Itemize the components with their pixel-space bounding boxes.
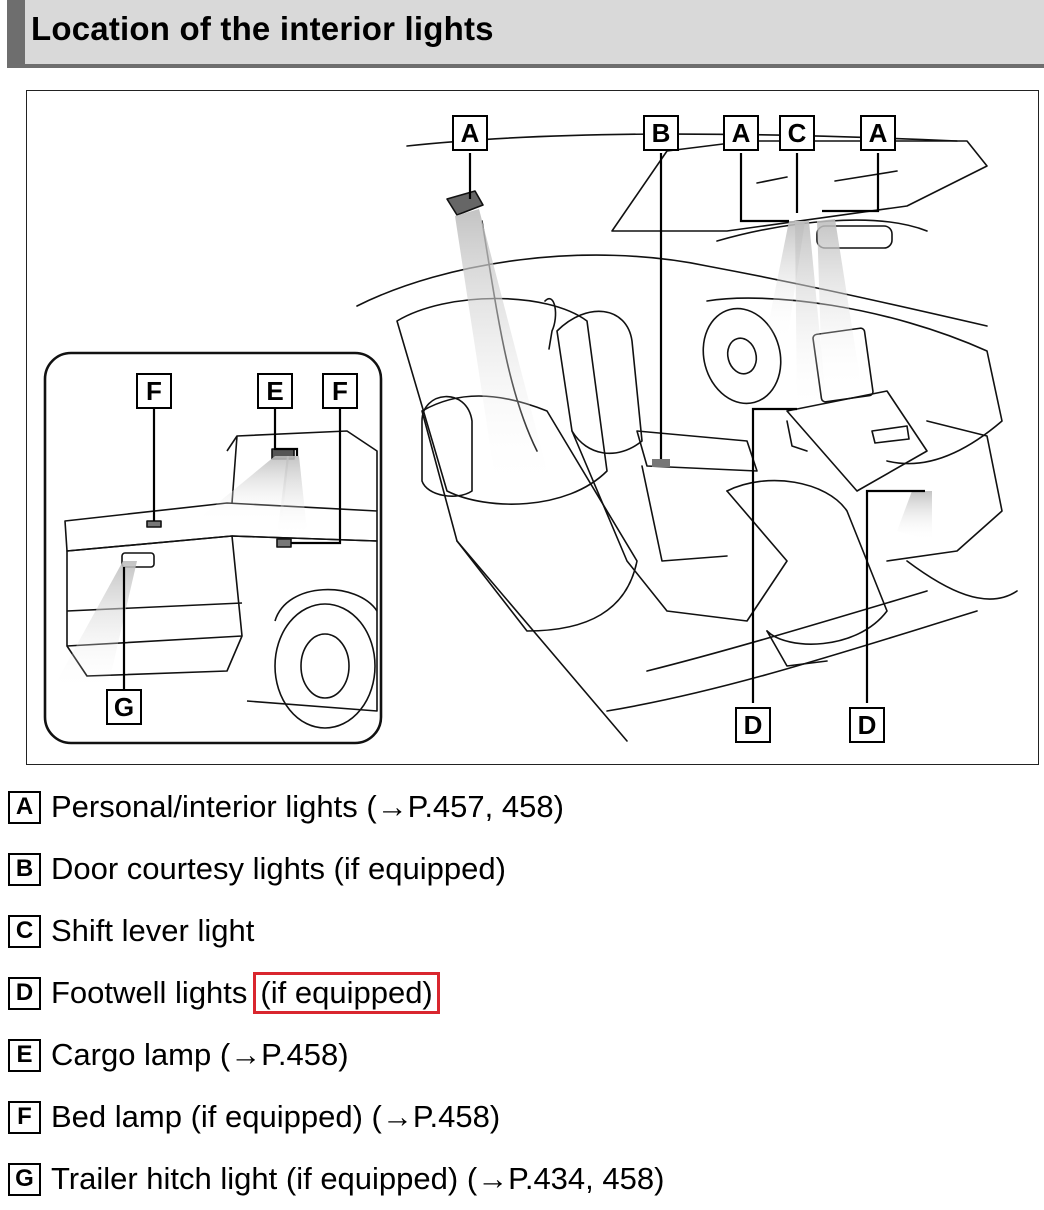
label-d-footwell-right: D [849, 707, 885, 743]
label-c-shift-lever: C [779, 115, 815, 151]
interior-lights-illustration: A B A C A F E F G D D [26, 90, 1039, 765]
legend-key: G [8, 1162, 41, 1196]
legend-item-g: G Trailer hitch light (if equipped) (→P.… [8, 1157, 664, 1201]
legend-text: Shift lever light [51, 913, 255, 948]
legend-key: B [8, 852, 41, 886]
legend-key: A [8, 790, 41, 824]
legend-key: F [8, 1100, 41, 1134]
legend-text: Cargo lamp (→P.458) [51, 1037, 349, 1072]
legend-item-a: A Personal/interior lights (→P.457, 458) [8, 785, 564, 829]
legend-item-b: B Door courtesy lights (if equipped) [8, 847, 506, 891]
legend-key: D [8, 976, 41, 1010]
header-accent-bar [7, 0, 25, 68]
legend-key: E [8, 1038, 41, 1072]
legend-text: Trailer hitch light (if equipped) (→P.43… [51, 1161, 665, 1196]
label-f-bed-right: F [322, 373, 358, 409]
section-header: Location of the interior lights [7, 0, 1044, 68]
legend-item-d: D Footwell lights (if equipped) [8, 971, 440, 1015]
legend-item-e: E Cargo lamp (→P.458) [8, 1033, 349, 1077]
vehicle-interior-drawing [43, 133, 1018, 745]
legend-text: Door courtesy lights (if equipped) [51, 851, 506, 886]
legend-text: Bed lamp (if equipped) (→P.458) [51, 1099, 501, 1134]
legend-text: Personal/interior lights (→P.457, 458) [51, 789, 564, 824]
label-a-front-right: A [860, 115, 896, 151]
legend-key: C [8, 914, 41, 948]
label-f-bed-left: F [136, 373, 172, 409]
label-e-cargo: E [257, 373, 293, 409]
label-d-footwell-center: D [735, 707, 771, 743]
label-b-door-courtesy: B [643, 115, 679, 151]
label-a-front-left: A [723, 115, 759, 151]
highlight-box: (if equipped) [253, 972, 440, 1014]
label-g-trailer-hitch: G [106, 689, 142, 725]
page-title: Location of the interior lights [31, 10, 494, 47]
legend-item-c: C Shift lever light [8, 909, 254, 953]
legend-item-f: F Bed lamp (if equipped) (→P.458) [8, 1095, 500, 1139]
legend-text: Footwell lights [51, 975, 248, 1010]
label-a-rear-personal-light: A [452, 115, 488, 151]
